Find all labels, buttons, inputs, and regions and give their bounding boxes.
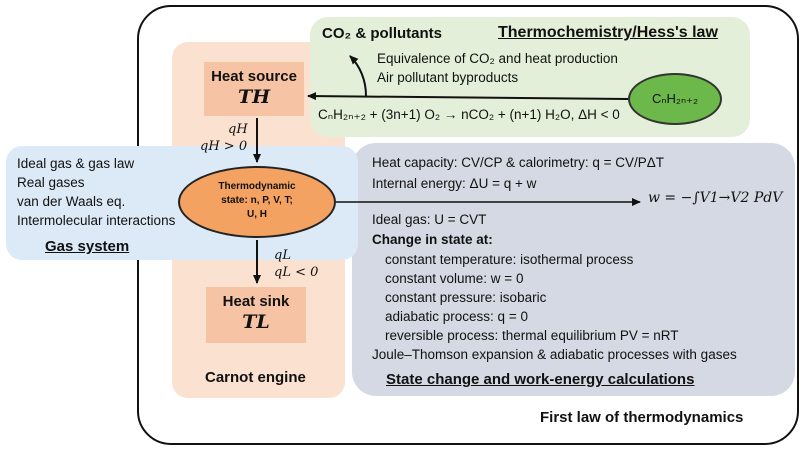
- process-isochoric: constant volume: w = 0: [385, 271, 524, 286]
- co2-heat-equivalence: Equivalence of CO₂ and heat production: [377, 51, 618, 66]
- joule-thomson-line: Joule–Thomson expansion & adiabatic proc…: [372, 347, 737, 362]
- process-reversible: reversible process: thermal equilibrium …: [385, 328, 679, 343]
- state-change-title: State change and work-energy calculation…: [386, 371, 695, 388]
- ql-condition: qL < 0: [274, 265, 319, 280]
- heat-source-symbol: TH: [237, 86, 271, 108]
- state-line-1: Thermodynamic: [218, 181, 296, 192]
- combustion-reaction: CₙH₂ₙ₊₂ + (3n+1) O₂ → nCO₂ + (n+1) H₂O, …: [318, 107, 620, 122]
- thermochemistry-title: Thermochemistry/Hess's law: [498, 24, 718, 41]
- gas-system-title: Gas system: [45, 238, 130, 255]
- air-pollutant-byproducts: Air pollutant byproducts: [377, 70, 519, 85]
- ideal-gas-energy-line: Ideal gas: U = CVT: [372, 212, 487, 227]
- process-isobaric: constant pressure: isobaric: [385, 290, 547, 305]
- carnot-engine-title: Carnot engine: [205, 369, 306, 386]
- gas-item-ideal: Ideal gas & gas law: [17, 156, 135, 171]
- change-in-state-heading: Change in state at:: [372, 232, 493, 247]
- ql-label: qL: [274, 248, 291, 263]
- heat-capacity-line: Heat capacity: CV/CP & calorimetry: q = …: [372, 155, 664, 170]
- co2-pollutants-label: CO₂ & pollutants: [322, 25, 442, 42]
- reaction-arrow: [307, 92, 629, 101]
- fuel-formula: CₙH₂ₙ₊₂: [651, 91, 699, 106]
- co2-arrow: [349, 55, 367, 97]
- state-change-panel: [352, 143, 795, 396]
- gas-item-intermolecular: Intermolecular interactions: [17, 213, 176, 228]
- qh-label: qH: [228, 122, 248, 137]
- internal-energy-line: Internal energy: ΔU = q + w: [372, 176, 537, 191]
- gas-item-real: Real gases: [17, 175, 85, 190]
- heat-source-label: Heat source: [211, 68, 297, 85]
- qh-condition: qH > 0: [200, 139, 248, 154]
- heat-sink-label: Heat sink: [222, 293, 290, 310]
- thermodynamic-state-node: Thermodynamic state: n, P, V, T; U, H: [178, 166, 336, 238]
- state-line-2: state: n, P, V, T;: [221, 195, 293, 206]
- process-adiabatic: adiabatic process: q = 0: [385, 309, 528, 324]
- heat-source-box: Heat source TH: [204, 62, 304, 116]
- first-law-title: First law of thermodynamics: [540, 409, 744, 426]
- heat-sink-box: Heat sink TL: [206, 287, 306, 343]
- gas-item-vdw: van der Waals eq.: [17, 194, 126, 209]
- process-isothermal: constant temperature: isothermal process: [385, 252, 634, 267]
- heat-sink-symbol: TL: [242, 311, 270, 333]
- work-integral: w = −∫V1→V2 PdV: [648, 190, 783, 206]
- fuel-node: CₙH₂ₙ₊₂: [628, 73, 722, 125]
- state-line-3: U, H: [247, 209, 267, 220]
